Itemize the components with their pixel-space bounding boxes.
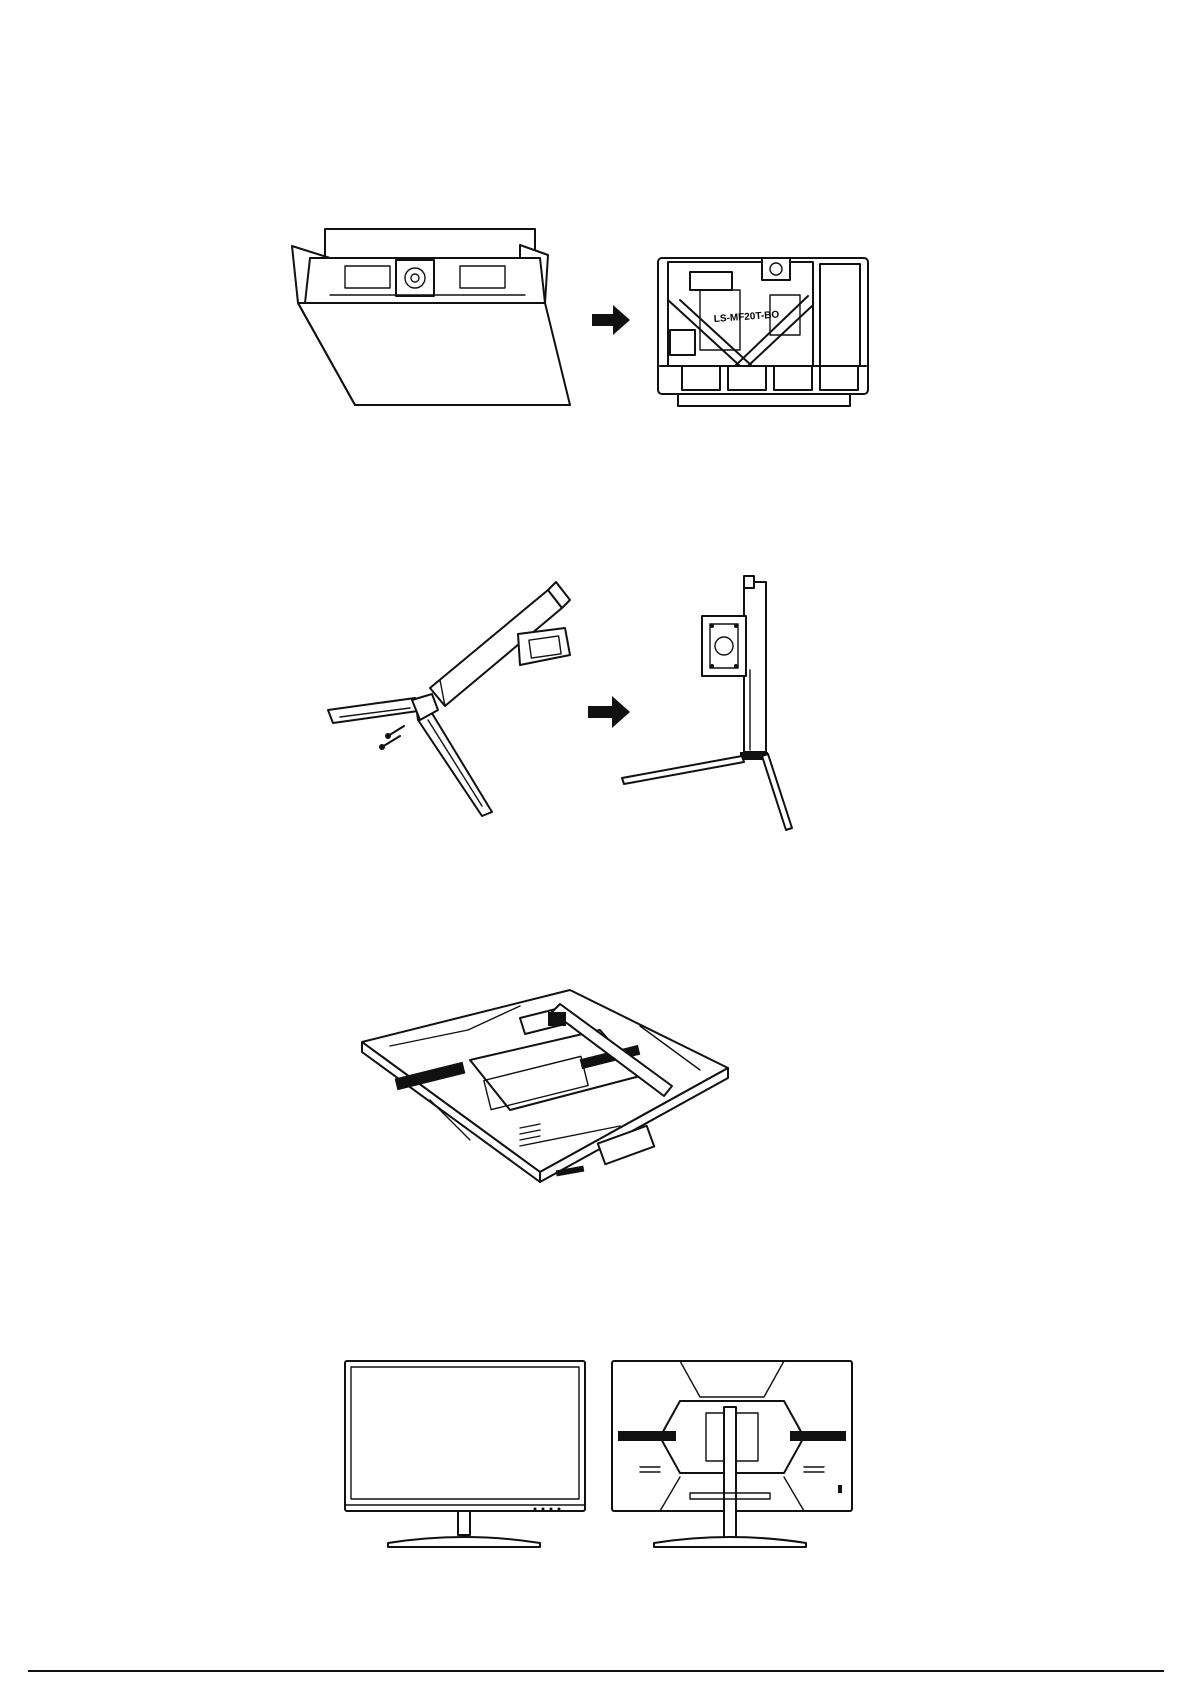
step-3 [0,900,1192,1190]
open-box-icon [292,229,570,405]
monitor-front-view-icon [345,1361,585,1547]
step-1-drawing: LS-MF20T-BO [0,0,1192,420]
step-4-drawing [0,1345,1192,1575]
right-arrow-icon [588,696,630,728]
stand-parts-icon [328,582,570,816]
step-3-drawing [0,900,1192,1190]
step-1: LS-MF20T-BO [0,0,1192,420]
step-2-drawing [0,560,1192,860]
right-arrow-icon [592,305,630,335]
assembled-stand-icon [622,576,792,830]
monitor-rear-stand-attached-icon [362,990,728,1182]
monitor-rear-view-icon [612,1361,852,1547]
foam-tray-icon: LS-MF20T-BO [658,258,868,406]
step-4 [0,1345,1192,1575]
footer-rule [28,1670,1164,1672]
step-2 [0,560,1192,860]
